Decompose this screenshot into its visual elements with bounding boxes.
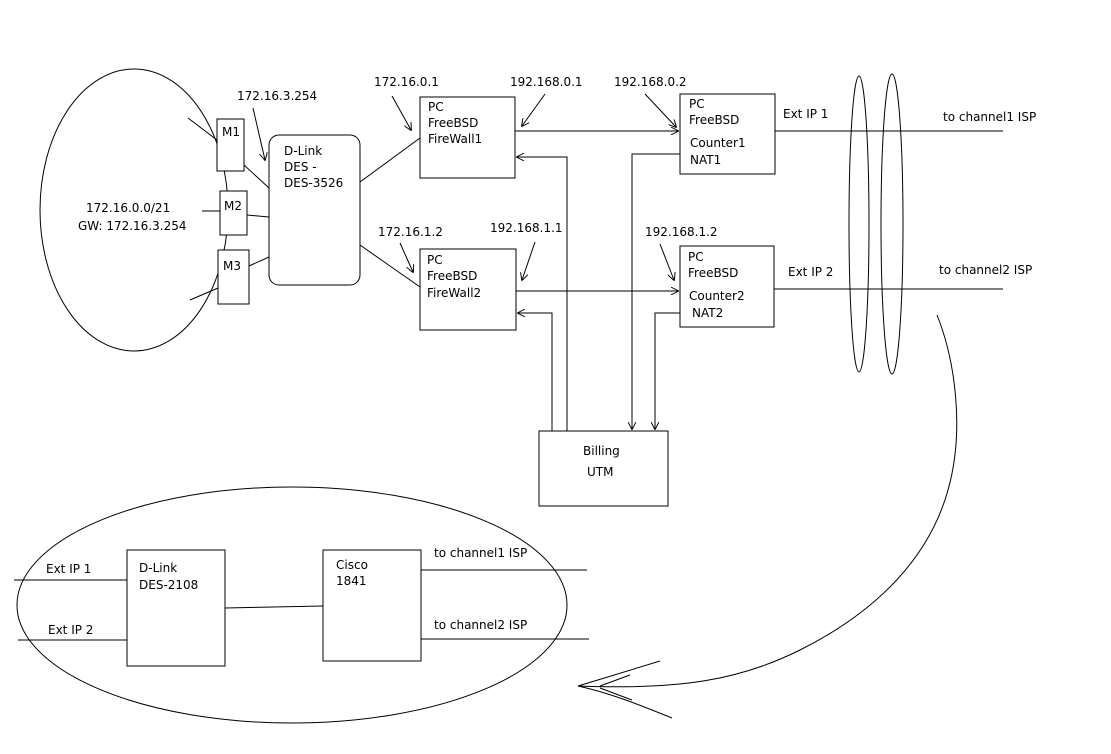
counter2-label-1: PC [688,250,704,264]
bundle-ellipse-1 [848,75,870,373]
switch-des2108-box [126,549,226,667]
bottom-ext-ip-1: Ext IP 1 [46,562,91,576]
switch-des3526-box [268,134,361,286]
firewall2-ip-in: 172.16.1.2 [378,225,443,239]
des2108-label-1: D-Link [139,561,177,575]
modem-m2-label: M2 [224,199,242,213]
counter1-label-3: Counter1 [690,136,746,150]
counter1-label-4: NAT1 [690,153,721,167]
counter1-label-2: FreeBSD [689,113,739,127]
firewall2-box [419,248,517,331]
link-billing-fw1 [517,157,568,431]
link-billing-fw2 [518,313,553,431]
firewall1-label-3: FireWall1 [428,132,482,146]
firewall2-label-2: FreeBSD [427,269,477,283]
link-counter2-billing [655,312,680,429]
firewall2-ip-out: 192.168.1.1 [490,221,563,235]
counter2-ip: 192.168.1.2 [645,225,718,239]
link-counter1-billing [632,153,680,429]
firewall1-label-2: FreeBSD [428,116,478,130]
modem-m2-box [219,190,248,236]
modem-m3-box [217,249,250,305]
firewall2-ip-out-arrow [522,241,536,280]
link-lan-m1 [187,117,218,141]
lan-subnet: 172.16.0.0/21 [86,201,170,215]
counter2-box [679,245,775,328]
switch-label-1: D-Link [284,144,322,158]
cisco-1841-box [322,549,422,662]
counter1-label-1: PC [689,97,705,111]
firewall1-box [419,96,516,179]
counter2-label-2: FreeBSD [688,266,738,280]
bundle-ellipse-2 [880,73,904,375]
switch-label-3: DES-3526 [284,176,343,190]
link-m3-switch [248,256,270,267]
firewall1-ip-in: 172.16.0.1 [374,75,439,89]
bottom-ext-ip-2: Ext IP 2 [48,623,93,637]
firewall1-ip-out-arrow [522,93,546,126]
counter2-label-3: Counter2 [689,289,745,303]
counter1-ip: 192.168.0.2 [614,75,687,89]
cisco-label-2: 1841 [336,574,367,588]
firewall1-label-1: PC [428,100,444,114]
lan-gateway: GW: 172.16.3.254 [78,219,186,233]
bottom-channel-1: to channel1 ISP [434,546,527,560]
counter2-ext-ip: Ext IP 2 [788,265,833,279]
counter2-label-4: NAT2 [692,306,723,320]
counter2-ip-arrow [659,243,674,280]
modem-m1-box [216,118,245,172]
firewall1-ip-out: 192.168.0.1 [510,75,583,89]
bottom-channel-2: to channel2 ISP [434,618,527,632]
cisco-label-1: Cisco [336,558,368,572]
switch-ip-label: 172.16.3.254 [237,89,317,103]
link-m1-switch [243,164,270,189]
switch-label-2: DES - [284,160,317,174]
zoom-arrow-curve [577,314,958,688]
counter1-ext-ip: Ext IP 1 [783,107,828,121]
zoom-arrow-head [577,660,673,719]
modem-m1-label: M1 [222,125,240,139]
billing-label-1: Billing [583,444,620,458]
billing-utm-box [538,430,669,507]
modem-m3-label: M3 [223,259,241,273]
link-m2-switch [246,214,270,218]
link-switch-fw1 [359,137,421,183]
counter1-box [679,93,776,175]
link-des2108-cisco [224,605,324,609]
counter1-channel: to channel1 ISP [943,110,1036,124]
firewall2-label-3: FireWall2 [427,286,481,300]
counter2-channel: to channel2 ISP [939,263,1032,277]
des2108-label-2: DES-2108 [139,578,198,592]
alt-scheme-ellipse [16,486,568,724]
firewall2-ip-in-arrow [399,242,413,272]
billing-label-2: UTM [587,465,613,479]
link-lan-m3 [189,287,219,301]
firewall2-label-1: PC [427,253,443,267]
link-switch-fw2 [359,244,421,288]
switch-ip-arrow [252,107,265,160]
counter1-ip-arrow [644,93,676,127]
firewall1-ip-in-arrow [391,95,411,130]
